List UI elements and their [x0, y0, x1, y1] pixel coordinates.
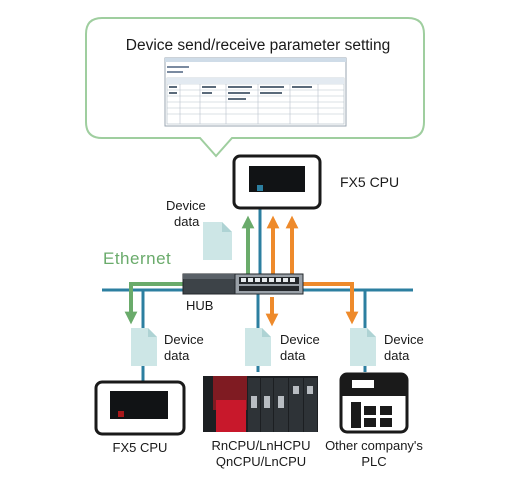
data-label-mid-1: Device: [280, 332, 320, 347]
other-plc: [339, 372, 409, 434]
document-icon-mid: [245, 328, 271, 366]
bottom-left-cpu-label: FX5 CPU: [112, 440, 168, 455]
receive-arrow-right: [303, 282, 359, 325]
data-label-left-1: Device: [164, 332, 204, 347]
bottom-right-label-1: Other company's: [325, 438, 423, 453]
hub-label: HUB: [186, 298, 214, 313]
rncpu-rack: [203, 376, 318, 432]
bottom-mid-cpu-label-2: QnCPU/LnCPU: [215, 454, 307, 469]
fx5-cpu-bottom-left: [94, 380, 186, 436]
bottom-mid-cpu-label-1: RnCPU/LnHCPU: [211, 438, 311, 453]
data-label-right-1: Device: [384, 332, 424, 347]
bottom-right-label-2: PLC: [361, 454, 387, 469]
data-label-left-2: data: [164, 348, 190, 363]
parameter-setting-screenshot: [164, 57, 347, 127]
document-icon-top: [203, 222, 232, 260]
fx5-cpu-top: [232, 154, 322, 210]
document-icon-right: [350, 328, 376, 366]
top-cpu-label: FX5 CPU: [340, 174, 400, 190]
data-label-top-1: Device: [166, 198, 206, 213]
data-label-mid-2: data: [280, 348, 306, 363]
data-label-top-2: data: [174, 214, 200, 229]
ethernet-label: Ethernet: [103, 249, 172, 268]
hub: [182, 273, 304, 295]
callout-title: Device send/receive parameter setting: [125, 37, 391, 54]
document-icon-left: [131, 328, 157, 366]
data-label-right-2: data: [384, 348, 410, 363]
